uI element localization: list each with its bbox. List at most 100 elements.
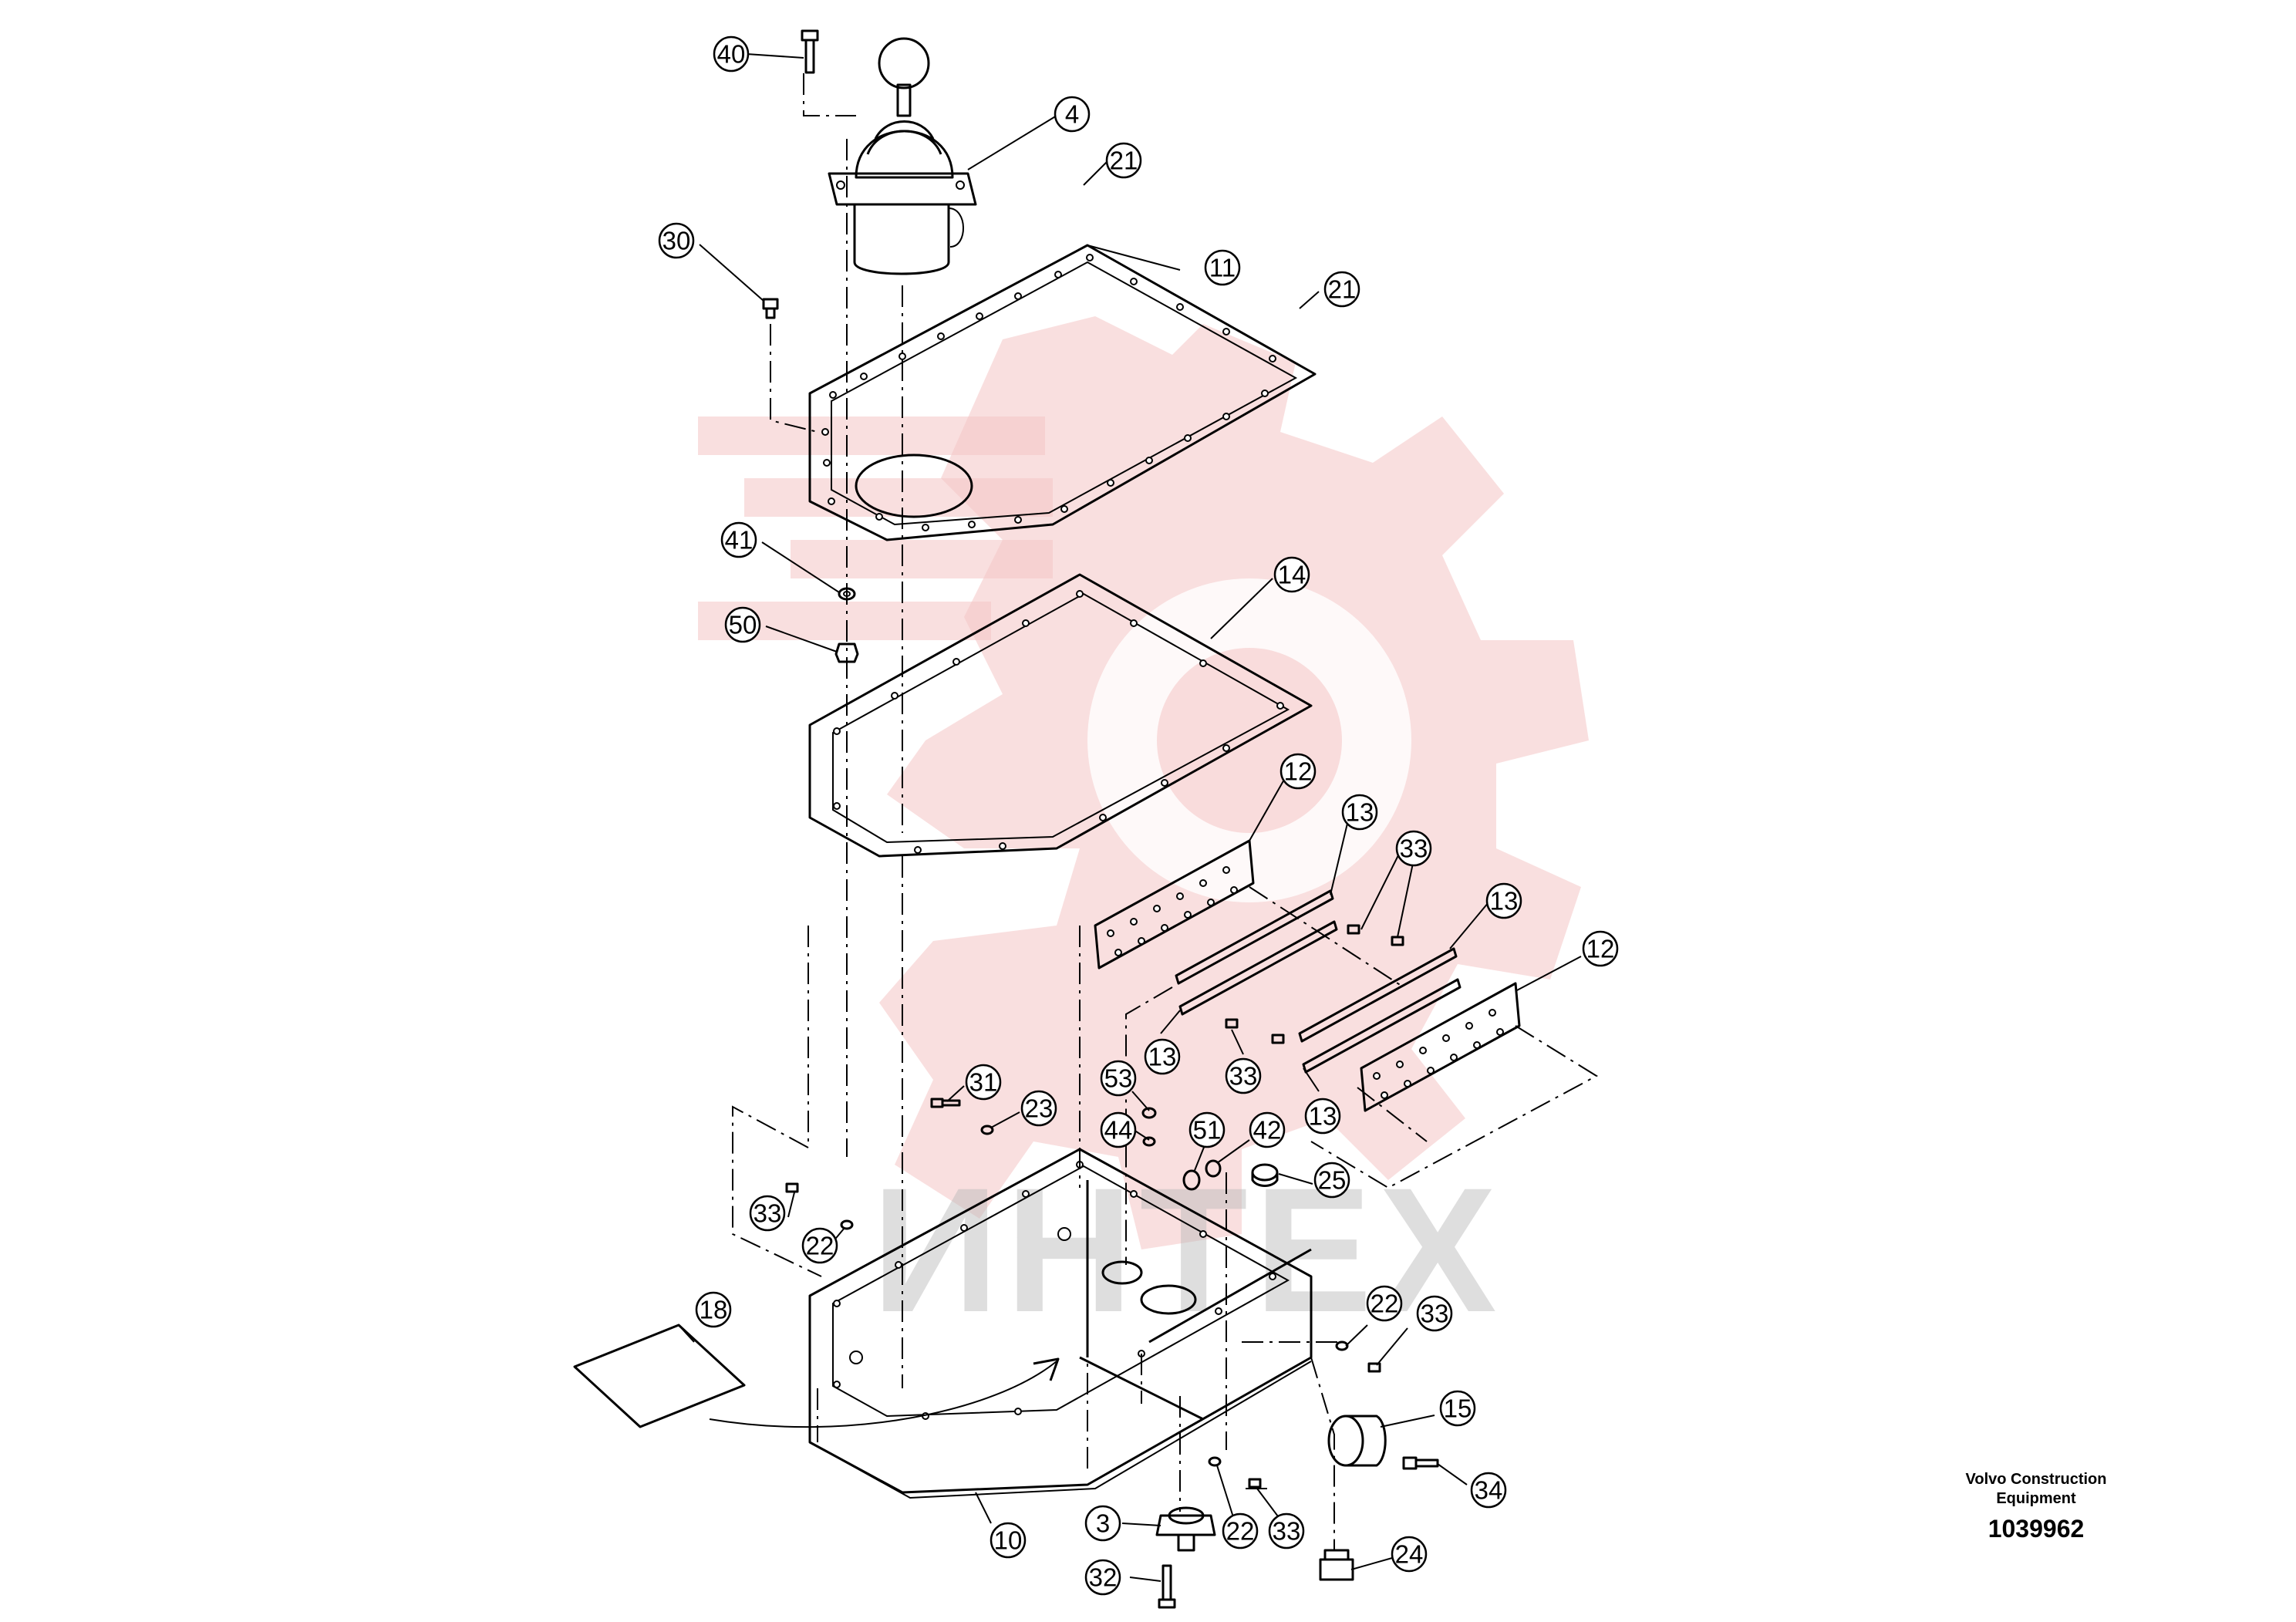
svg-text:53: 53	[1104, 1064, 1133, 1093]
svg-text:41: 41	[725, 526, 754, 555]
cap-25	[1251, 1163, 1279, 1187]
callout-33-right: 33	[1416, 1295, 1453, 1332]
alignment-lines	[732, 73, 1598, 1550]
screw-33-d	[1271, 1034, 1285, 1044]
svg-text:23: 23	[1025, 1094, 1054, 1123]
screw-33-a	[1347, 924, 1360, 935]
svg-text:51: 51	[1193, 1116, 1222, 1145]
callout-33-top: 33	[1395, 830, 1432, 867]
bolt-32	[1158, 1564, 1176, 1609]
washer-22-bottom	[1208, 1456, 1222, 1467]
callout-12-lower: 12	[1582, 930, 1619, 967]
callout-42: 42	[1249, 1111, 1286, 1148]
svg-text:22: 22	[1371, 1290, 1399, 1318]
callout-15: 15	[1439, 1390, 1476, 1427]
callout-12-upper: 12	[1279, 753, 1317, 790]
svg-text:32: 32	[1089, 1563, 1118, 1592]
svg-text:15: 15	[1444, 1394, 1472, 1423]
callout-13-right: 13	[1485, 882, 1522, 919]
side-plate-12-upper	[1094, 839, 1255, 969]
svg-text:33: 33	[1400, 835, 1428, 863]
callout-51: 51	[1188, 1111, 1226, 1148]
rubber-mount-15	[1327, 1415, 1387, 1467]
callout-44: 44	[1100, 1111, 1137, 1148]
svg-text:22: 22	[806, 1232, 834, 1260]
svg-text:25: 25	[1318, 1166, 1347, 1195]
svg-text:50: 50	[729, 611, 757, 639]
washer-44	[1142, 1136, 1156, 1147]
callout-53: 53	[1100, 1060, 1137, 1097]
callout-33-left: 33	[749, 1195, 786, 1232]
callout-50: 50	[724, 606, 761, 643]
callout-21-right: 21	[1323, 271, 1360, 308]
screw-33-left	[785, 1182, 799, 1193]
screw-31	[930, 1098, 961, 1108]
callout-13-left: 13	[1144, 1038, 1181, 1075]
brand-name-line2: Equipment	[1996, 1490, 2076, 1507]
drawing-number: 1039962	[1988, 1515, 2085, 1543]
bolt-34	[1402, 1456, 1439, 1470]
plug-24	[1319, 1549, 1354, 1581]
svg-text:12: 12	[1586, 935, 1615, 963]
strip-13-b	[1178, 920, 1338, 1016]
svg-text:18: 18	[700, 1296, 728, 1324]
nut-53	[1141, 1107, 1157, 1119]
svg-text:24: 24	[1395, 1540, 1424, 1569]
callout-41: 41	[720, 521, 757, 558]
callout-14: 14	[1273, 556, 1310, 593]
svg-text:44: 44	[1104, 1116, 1133, 1145]
label-plate-18	[573, 1324, 1060, 1428]
svg-text:33: 33	[754, 1199, 782, 1228]
washer-22-right	[1335, 1340, 1349, 1351]
svg-text:11: 11	[1209, 254, 1236, 282]
callout-3: 3	[1084, 1505, 1121, 1542]
svg-text:34: 34	[1475, 1476, 1503, 1505]
callout-40: 40	[713, 35, 750, 73]
side-plate-12-lower	[1360, 982, 1521, 1112]
svg-text:14: 14	[1278, 561, 1306, 589]
svg-text:33: 33	[1421, 1300, 1449, 1328]
washer-23	[980, 1125, 994, 1135]
callout-33-bottom: 33	[1268, 1512, 1305, 1549]
screw-30	[762, 298, 779, 319]
svg-text:13: 13	[1490, 887, 1519, 916]
washer-22-left	[840, 1219, 854, 1230]
callout-10: 10	[990, 1522, 1027, 1559]
leader-lines	[678, 53, 1582, 1582]
svg-text:31: 31	[969, 1068, 998, 1097]
brand-name-line1: Volvo Construction	[1965, 1471, 2107, 1488]
callout-21-top: 21	[1105, 142, 1142, 179]
callout-31: 31	[965, 1064, 1002, 1101]
callout-4: 4	[1054, 96, 1091, 133]
svg-text:13: 13	[1148, 1043, 1177, 1071]
svg-text:13: 13	[1346, 798, 1374, 827]
callout-22-left: 22	[801, 1227, 838, 1264]
callout-25: 25	[1313, 1162, 1350, 1199]
svg-text:3: 3	[1096, 1509, 1110, 1538]
callout-24: 24	[1391, 1536, 1428, 1573]
svg-text:21: 21	[1328, 275, 1357, 304]
callout-18: 18	[695, 1291, 732, 1328]
strip-13-c	[1298, 947, 1458, 1043]
screw-33-c	[1225, 1018, 1239, 1029]
callout-13-top: 13	[1341, 794, 1378, 831]
svg-text:12: 12	[1284, 757, 1313, 786]
fitting-51	[1182, 1169, 1201, 1191]
joystick-assembly	[828, 37, 977, 275]
svg-text:22: 22	[1226, 1517, 1255, 1546]
svg-text:40: 40	[717, 40, 746, 69]
svg-text:13: 13	[1309, 1102, 1337, 1131]
svg-text:4: 4	[1065, 100, 1079, 129]
fitting-42	[1205, 1159, 1222, 1178]
callout-32: 32	[1084, 1559, 1121, 1596]
svg-text:10: 10	[994, 1526, 1023, 1555]
svg-text:42: 42	[1253, 1116, 1282, 1145]
callout-33-mid: 33	[1225, 1057, 1262, 1094]
callout-23: 23	[1020, 1090, 1057, 1127]
callout-22-right: 22	[1366, 1285, 1403, 1322]
svg-text:33: 33	[1273, 1517, 1301, 1546]
callout-13-bottom: 13	[1304, 1098, 1341, 1135]
callout-11: 11	[1204, 249, 1241, 286]
gasket-14	[808, 573, 1313, 858]
